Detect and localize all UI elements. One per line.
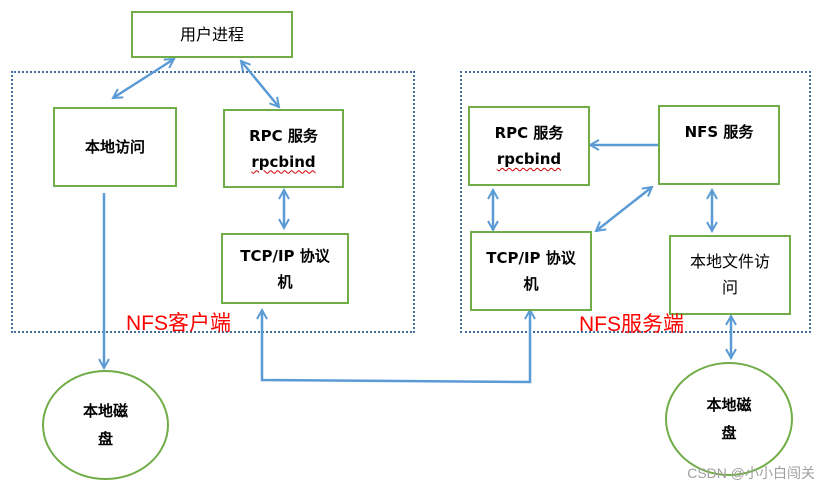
edge-user-local-access — [113, 59, 174, 98]
server-local-file-access-node: 本地文件访 问 — [669, 235, 791, 315]
user-process-node: 用户进程 — [131, 11, 293, 58]
server-rpcbind-label: rpcbind — [496, 150, 562, 168]
user-process-label: 用户进程 — [179, 24, 244, 44]
client-disk-label-2: 盘 — [97, 430, 113, 448]
server-rpc-label: RPC 服务 — [494, 124, 564, 142]
client-rpcbind-label: rpcbind — [251, 152, 316, 171]
server-local-file-access-label-2: 问 — [721, 278, 738, 297]
server-nfs-service-label: NFS 服务 — [684, 123, 754, 141]
client-disk-label: 本地磁 — [82, 402, 128, 420]
nfs-server-label: NFS服务端 — [579, 313, 684, 336]
client-tcpip-node: TCP/IP 协议 机 — [221, 233, 349, 304]
server-nfs-service-node: NFS 服务 — [658, 105, 780, 185]
server-disk-label-2: 盘 — [721, 424, 737, 442]
edge-server-client-tcpip — [262, 310, 530, 384]
nfs-client-region — [11, 71, 415, 333]
nfs-server-region — [460, 71, 811, 333]
client-tcpip-label: TCP/IP 协议 — [240, 246, 330, 265]
edge-nfs-server-tcpip — [596, 187, 652, 231]
nfs-client-label: NFS客户端 — [126, 312, 231, 335]
edge-user-client-rpc — [241, 61, 279, 107]
server-tcpip-node: TCP/IP 协议 机 — [470, 231, 592, 311]
server-tcpip-label-2: 机 — [523, 275, 539, 293]
server-local-file-access-label: 本地文件访 — [689, 252, 770, 271]
client-local-access-label: 本地访问 — [84, 138, 145, 156]
client-tcpip-label-2: 机 — [277, 272, 293, 291]
server-disk-label: 本地磁 — [706, 396, 752, 414]
server-tcpip-label: TCP/IP 协议 — [486, 249, 576, 267]
client-local-access-node: 本地访问 — [53, 107, 177, 187]
server-disk-node: 本地磁 盘 — [665, 362, 793, 476]
client-disk-node: 本地磁 盘 — [42, 370, 169, 480]
client-rpc-node: RPC 服务 rpcbind — [223, 109, 344, 188]
client-rpc-label: RPC 服务 — [249, 126, 318, 145]
server-rpc-node: RPC 服务 rpcbind — [468, 106, 590, 186]
watermark: CSDN @小小白闯关 — [687, 465, 815, 481]
